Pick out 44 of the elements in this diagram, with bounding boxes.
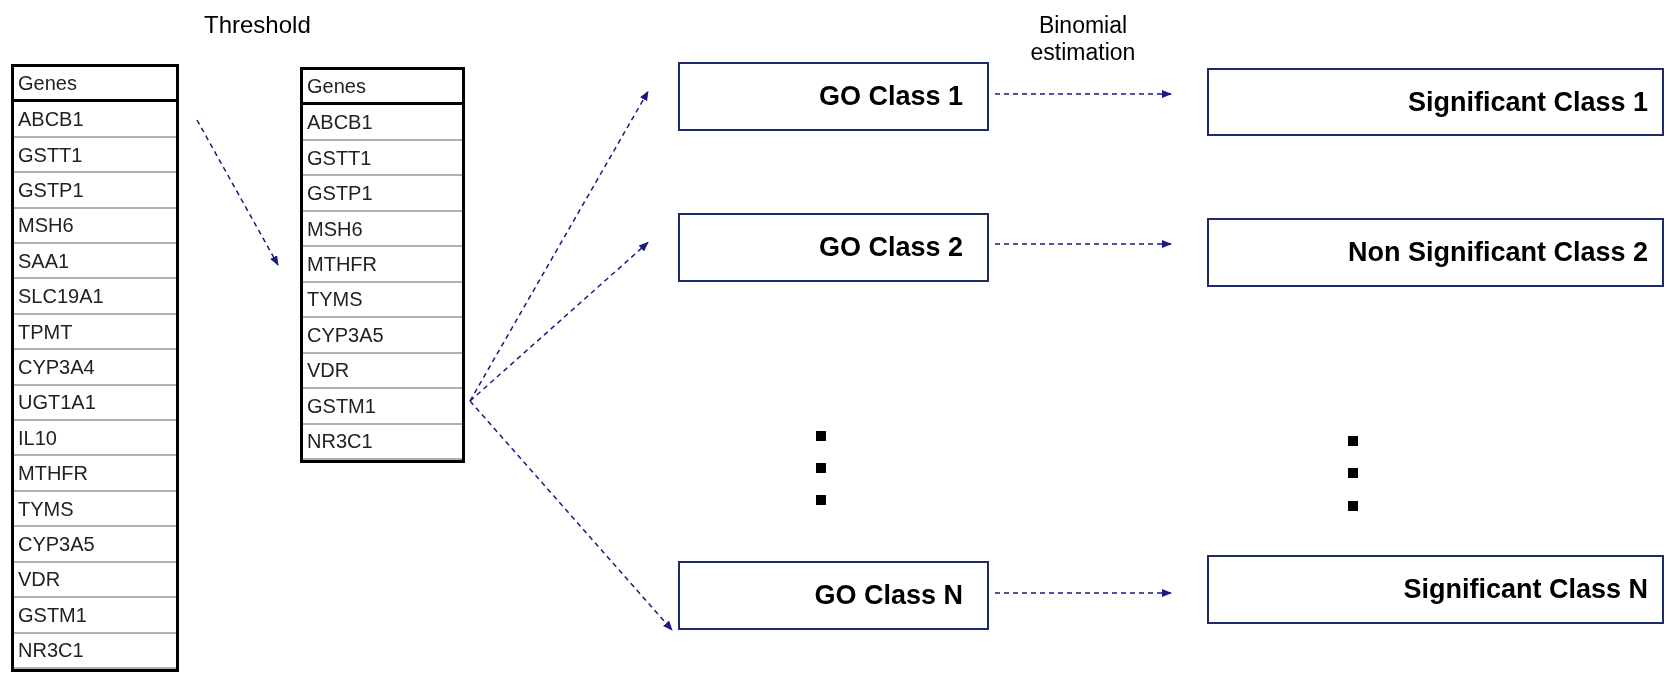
- gene-name: TYMS: [307, 287, 363, 312]
- step-label: Threshold: [204, 10, 311, 40]
- dashed-arrow: [469, 400, 673, 631]
- dashed-arrow: [196, 119, 279, 266]
- class-box: Significant Class 1: [1207, 68, 1664, 136]
- class-box: Significant Class N: [1207, 555, 1664, 624]
- gene-name: ABCB1: [18, 107, 84, 132]
- column-header: Genes: [18, 71, 77, 96]
- gene-name: CYP3A4: [18, 354, 95, 379]
- class-box: GO Class N: [678, 561, 989, 630]
- gene-name: MTHFR: [307, 252, 377, 276]
- gene-name: GSTT1: [307, 145, 372, 170]
- gene-name: VDR: [18, 567, 61, 592]
- gene-name: MSH6: [18, 213, 74, 238]
- dashed-arrow: [994, 589, 1172, 597]
- dashed-arrow: [994, 240, 1172, 248]
- gene-name: CYP3A5: [307, 322, 384, 347]
- dashed-arrow: [469, 241, 649, 402]
- gene-name: IL10: [18, 425, 57, 450]
- gene-name: UGT1A1: [18, 390, 96, 415]
- column-header: Genes: [307, 74, 366, 99]
- dashed-arrow: [994, 90, 1172, 98]
- gene-name: ABCB1: [307, 110, 373, 135]
- gene-name: TYMS: [18, 496, 74, 521]
- gene-name: MSH6: [307, 216, 363, 241]
- gene-name: GSTP1: [18, 177, 84, 202]
- gene-name: NR3C1: [18, 638, 84, 663]
- gene-name: TPMT: [18, 319, 73, 344]
- class-box: GO Class 2: [678, 213, 989, 282]
- gene-name: GSTT1: [18, 142, 83, 167]
- gene-table: [300, 67, 465, 463]
- gene-name: NR3C1: [307, 429, 373, 454]
- gene-table: [11, 64, 179, 672]
- gene-name: SAA1: [18, 248, 70, 273]
- gene-name: MTHFR: [18, 461, 88, 486]
- class-box: Non Significant Class 2: [1207, 218, 1664, 287]
- gene-name: GSTM1: [18, 602, 87, 627]
- gene-name: SLC19A1: [18, 284, 104, 309]
- gene-name: GSTM1: [307, 393, 376, 418]
- dashed-arrow: [469, 90, 649, 402]
- gene-name: GSTP1: [307, 181, 373, 206]
- class-box: GO Class 1: [678, 62, 989, 131]
- gene-name: VDR: [307, 358, 350, 383]
- gene-name: CYP3A5: [18, 532, 95, 556]
